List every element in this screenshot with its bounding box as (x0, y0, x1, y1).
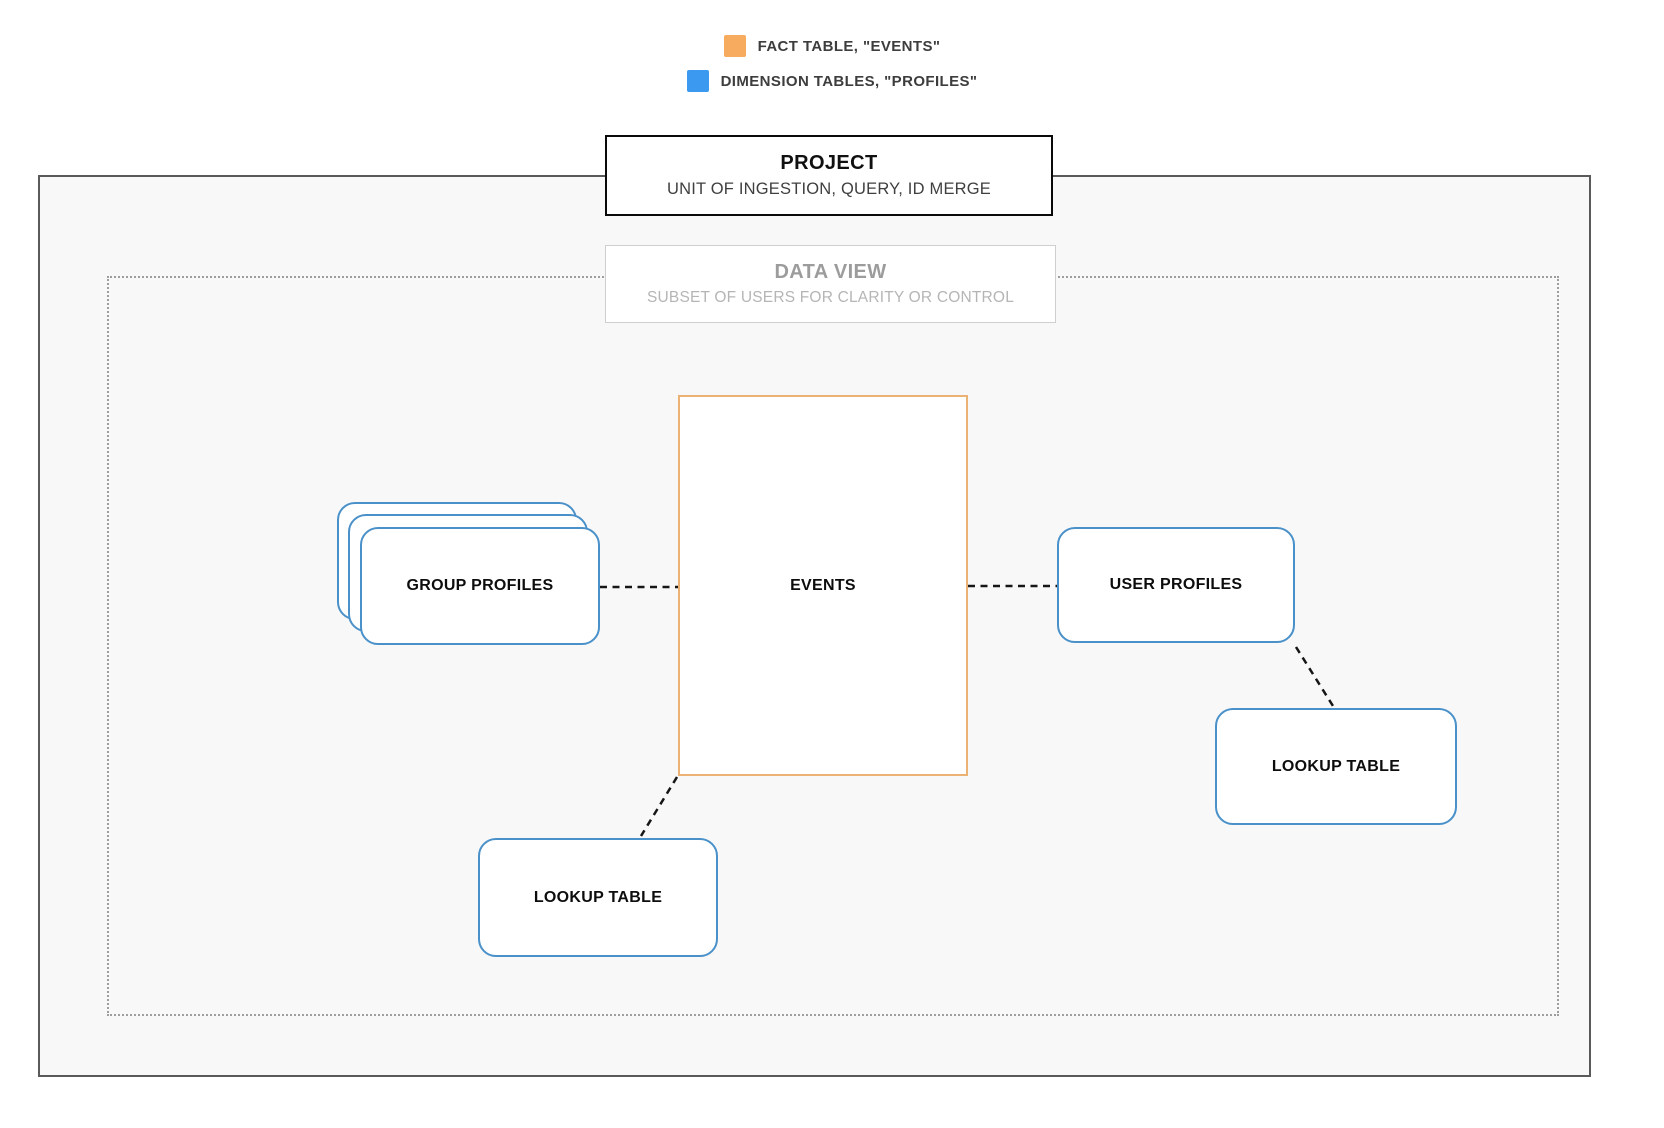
data-view-label-box: DATA VIEW SUBSET OF USERS FOR CLARITY OR… (605, 245, 1056, 323)
data-view-subtitle: SUBSET OF USERS FOR CLARITY OR CONTROL (646, 289, 1015, 306)
events-fact-table-node: EVENTS (678, 395, 968, 776)
legend-item-fact-table: FACT TABLE, "EVENTS" (723, 35, 941, 57)
lookup-table-right-node: LOOKUP TABLE (1215, 708, 1457, 825)
user-profiles-node-label: USER PROFILES (1109, 576, 1243, 593)
legend: FACT TABLE, "EVENTS" DIMENSION TABLES, "… (0, 35, 1664, 92)
user-profiles-node: USER PROFILES (1057, 527, 1295, 643)
legend-item-dimension-tables: DIMENSION TABLES, "PROFILES" (686, 70, 978, 92)
lookup-table-bottom-node: LOOKUP TABLE (478, 838, 718, 957)
data-view-title: DATA VIEW (774, 261, 887, 283)
fact-table-swatch-icon (723, 35, 746, 57)
dimension-tables-swatch-icon (686, 70, 709, 92)
lookup-table-bottom-node-label: LOOKUP TABLE (533, 888, 663, 906)
fact-table-legend-label: FACT TABLE, "EVENTS" (757, 37, 941, 55)
group-profiles-node-label: GROUP PROFILES (406, 577, 554, 594)
dimension-tables-legend-label: DIMENSION TABLES, "PROFILES" (720, 72, 978, 90)
events-node-label: EVENTS (790, 576, 856, 594)
group-profiles-node: GROUP PROFILES (360, 527, 600, 645)
project-title: PROJECT (780, 152, 878, 174)
project-subtitle: UNIT OF INGESTION, QUERY, ID MERGE (666, 180, 991, 198)
lookup-table-right-node-label: LOOKUP TABLE (1271, 757, 1401, 775)
project-label-box: PROJECT UNIT OF INGESTION, QUERY, ID MER… (605, 135, 1053, 216)
